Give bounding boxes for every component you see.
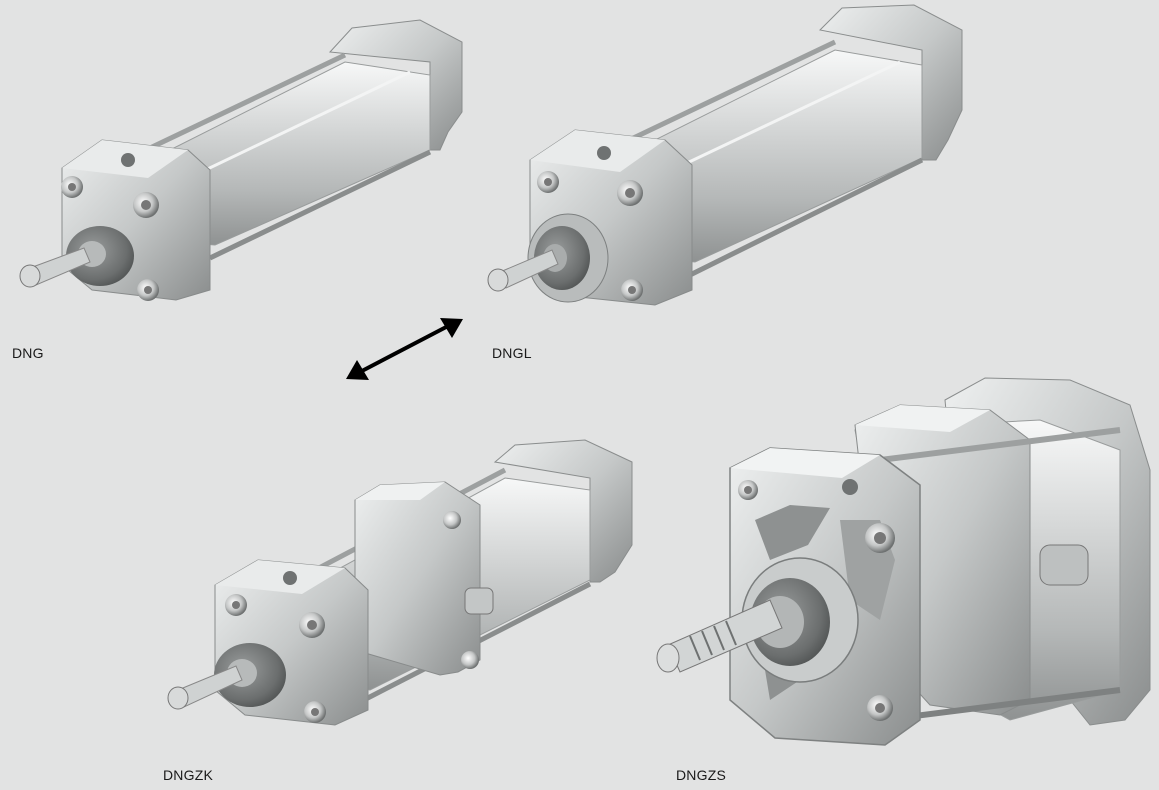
cylinder-dng bbox=[19, 19, 463, 301]
label-dngzs: DNGZS bbox=[676, 767, 726, 783]
cylinder-dngzs bbox=[656, 377, 1151, 746]
label-dngzk: DNGZK bbox=[163, 767, 213, 783]
cylinder-dngzk bbox=[167, 439, 633, 726]
label-dngl: DNGL bbox=[492, 345, 532, 361]
label-dng: DNG bbox=[12, 345, 44, 361]
cylinder-dngl bbox=[487, 4, 963, 306]
double-arrow-icon bbox=[346, 318, 463, 380]
